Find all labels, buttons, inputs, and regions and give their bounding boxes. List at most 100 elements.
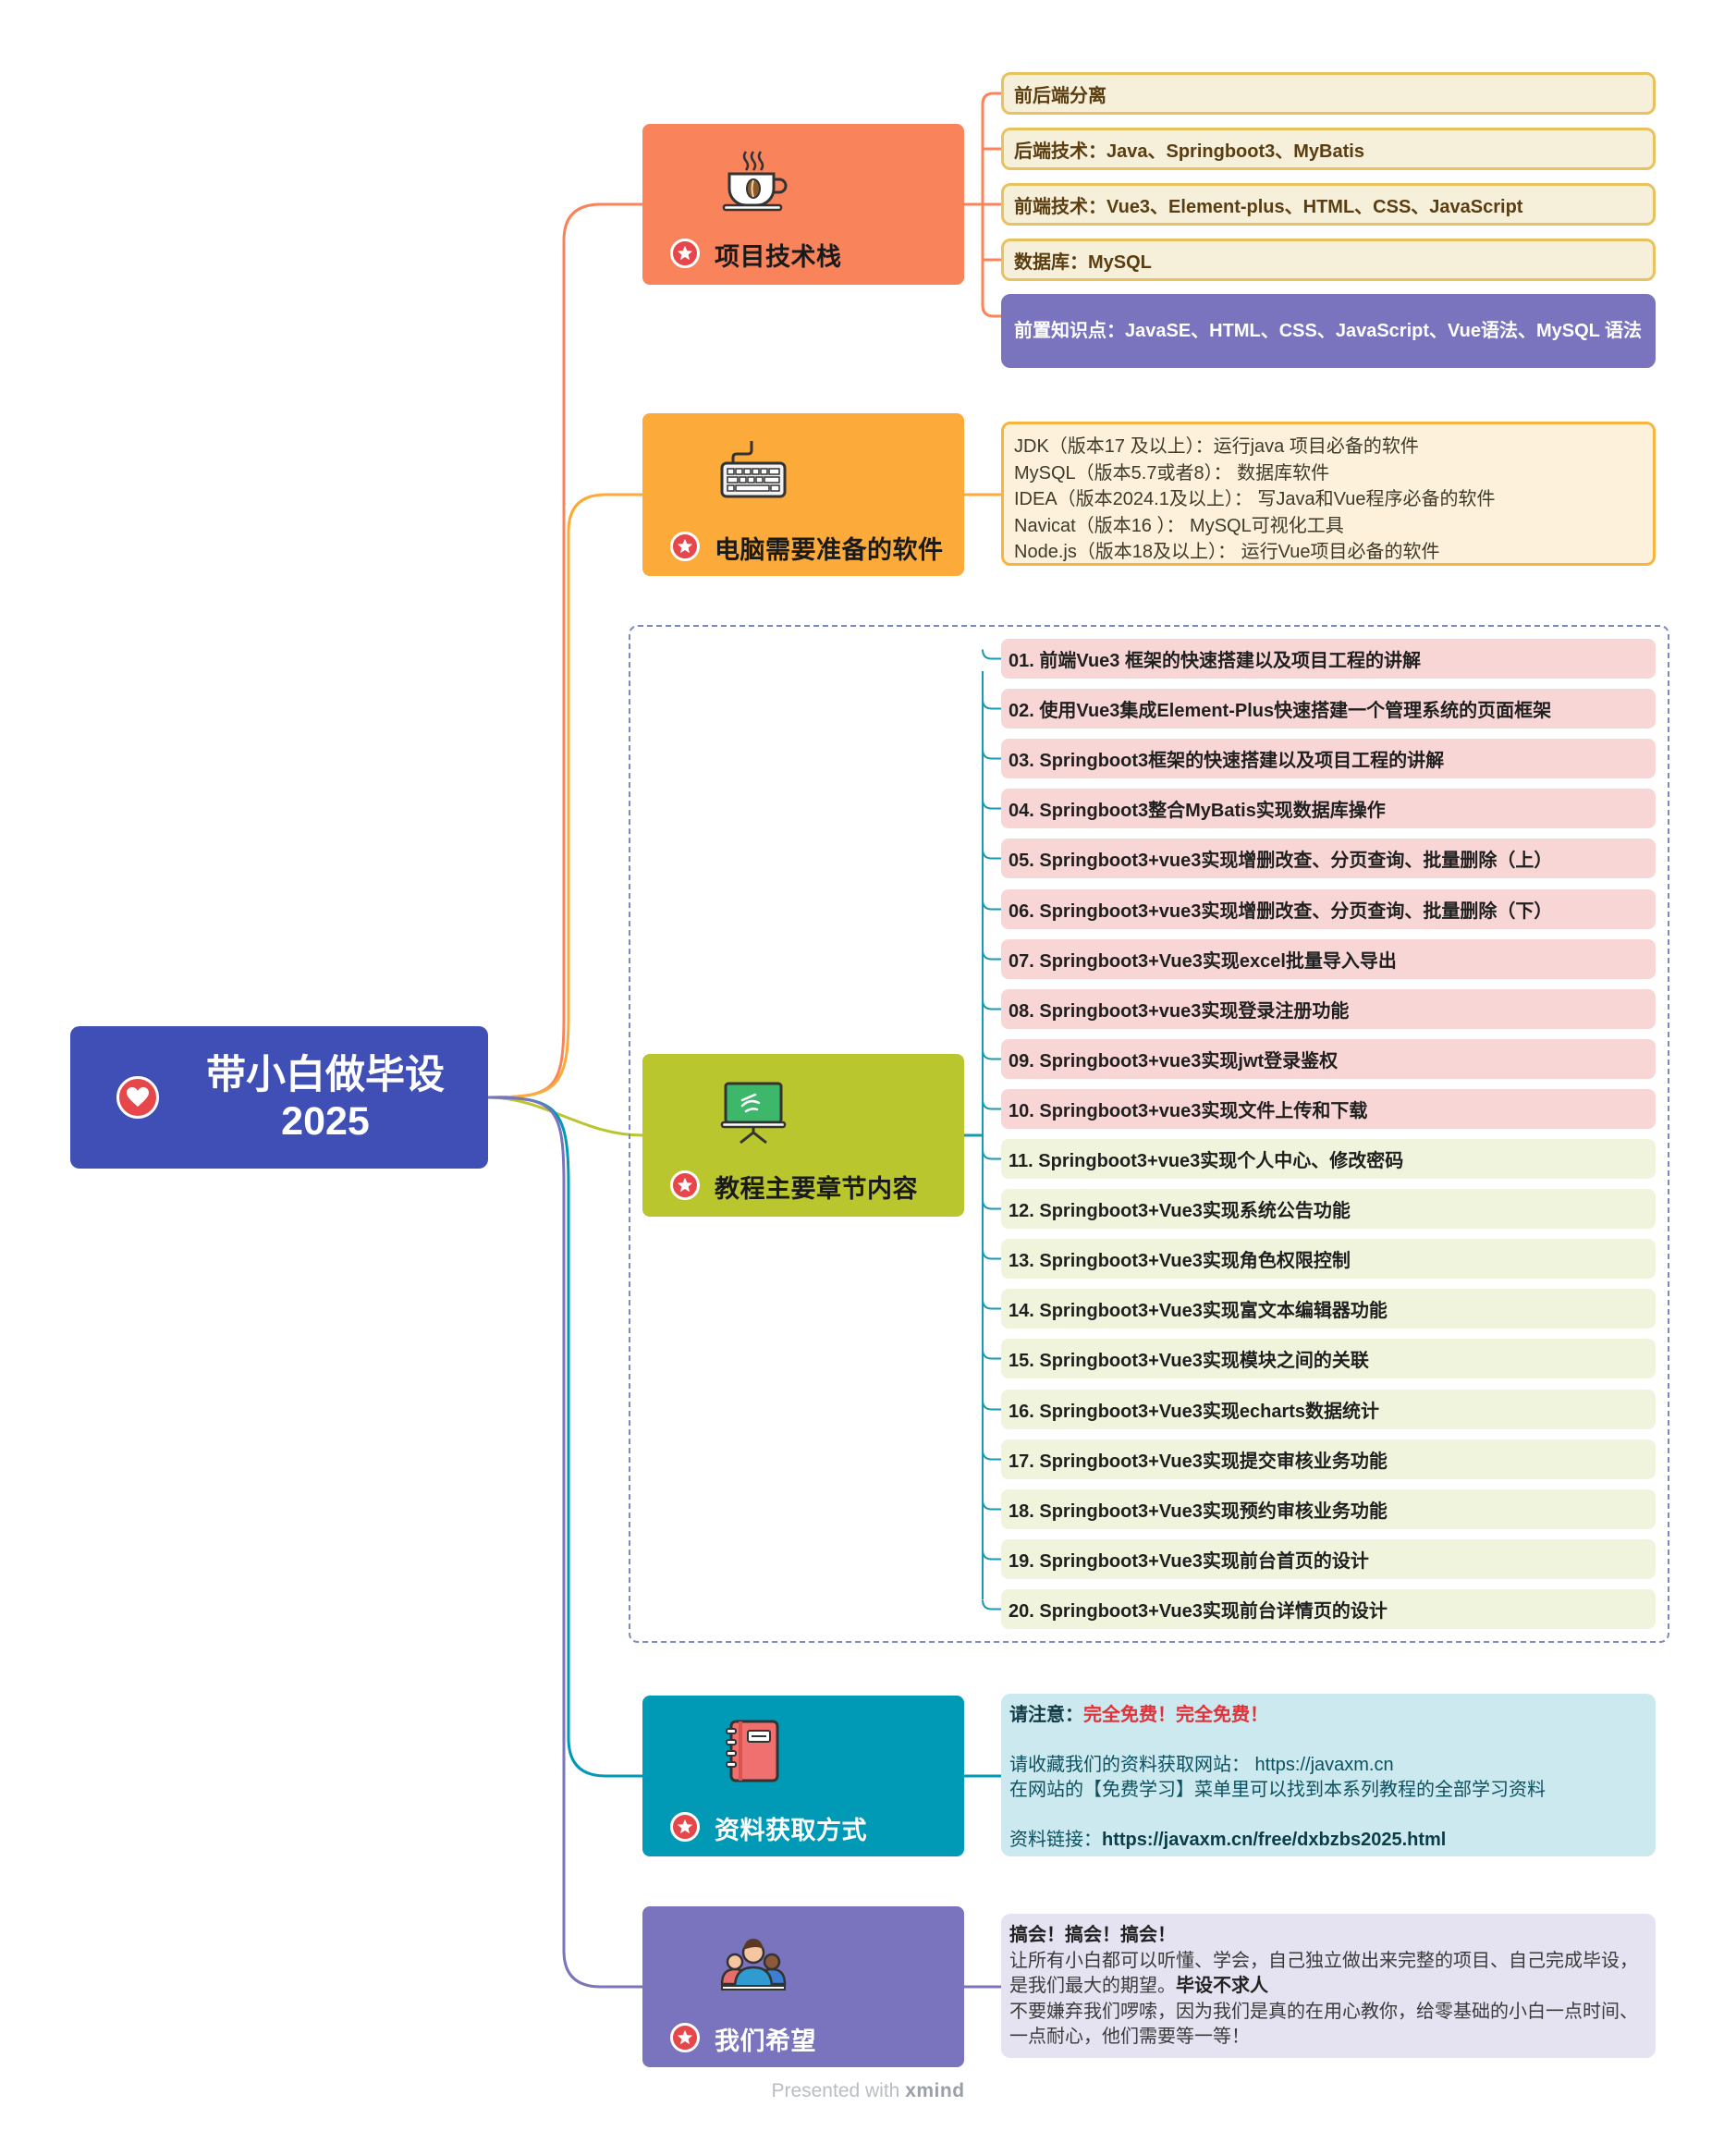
chapter-item[interactable]: 11. Springboot3+vue3实现个人中心、修改密码	[1001, 1139, 1656, 1179]
coffee-cup-icon	[722, 151, 788, 212]
software-item: Node.js（版本18及以上）： 运行Vue项目必备的软件	[1014, 542, 1440, 563]
connector-root-hope	[487, 1096, 642, 1989]
connector-root-tech	[487, 202, 642, 1099]
footer-credit: Presented with xmind	[0, 2080, 1736, 2102]
presentation-board-icon	[720, 1082, 787, 1145]
software-item: JDK（版本17 及以上）：运行java 项目必备的软件	[1014, 436, 1419, 457]
software-item: IDEA（版本2024.1及以上）： 写Java和Vue程序必备的软件	[1014, 489, 1496, 510]
chapter-connector	[982, 699, 1001, 710]
chapter-item[interactable]: 19. Springboot3+Vue3实现前台首页的设计	[1001, 1539, 1656, 1579]
branch-hope[interactable]: 我们希望	[642, 1906, 964, 2067]
chapter-item[interactable]: 06. Springboot3+vue3实现增删改查、分页查询、批量删除（下）	[1001, 889, 1656, 929]
footer-prefix: Presented with	[771, 2080, 906, 2101]
resources-link[interactable]: https://javaxm.cn/free/dxbzbs2025.html	[1102, 1830, 1447, 1850]
branch-label: 我们希望	[715, 2027, 816, 2055]
branch-label: 教程主要章节内容	[715, 1175, 918, 1203]
chapter-connector	[982, 1149, 1001, 1160]
hope-body1-emph: 毕设不求人	[1176, 1976, 1268, 1996]
keyboard-icon	[720, 441, 787, 498]
chapter-item[interactable]: 09. Springboot3+vue3实现jwt登录鉴权	[1001, 1039, 1656, 1079]
resources-notice: 请注意：完全免费！完全免费！	[1009, 1703, 1647, 1728]
branch-software[interactable]: 电脑需要准备的软件	[642, 413, 964, 576]
chapter-item[interactable]: 03. Springboot3框架的快速搭建以及项目工程的讲解	[1001, 739, 1656, 778]
chapter-item[interactable]: 14. Springboot3+Vue3实现富文本编辑器功能	[1001, 1289, 1656, 1329]
chapter-item[interactable]: 01. 前端Vue3 框架的快速搭建以及项目工程的讲解	[1001, 639, 1656, 679]
tech-item[interactable]: 后端技术：Java、Springboot3、MyBatis	[1001, 128, 1656, 170]
connector-root-chapters	[487, 1096, 643, 1137]
chapter-connector	[982, 1349, 1001, 1360]
chapter-item[interactable]: 10. Springboot3+vue3实现文件上传和下载	[1001, 1089, 1656, 1129]
chapter-connector	[982, 849, 1001, 860]
resources-note[interactable]: 请注意：完全免费！完全免费！ 请收藏我们的资料获取网站： https://jav…	[1001, 1694, 1656, 1856]
chapter-connector	[982, 1500, 1001, 1511]
star-icon	[670, 1170, 700, 1200]
chapter-item[interactable]: 13. Springboot3+Vue3实现角色权限控制	[1001, 1239, 1656, 1279]
star-icon	[670, 532, 700, 561]
tech-item-prerequisites[interactable]: 前置知识点：JavaSE、HTML、CSS、JavaScript、Vue语法、M…	[1001, 294, 1656, 368]
software-item: Navicat（版本16 ）： MySQL可视化工具	[1014, 515, 1344, 536]
chapter-item[interactable]: 07. Springboot3+Vue3实现excel批量导入导出	[1001, 939, 1656, 979]
chapter-connector	[982, 1299, 1001, 1310]
xmind-logo: xmind	[905, 2080, 965, 2101]
software-list[interactable]: JDK（版本17 及以上）：运行java 项目必备的软件 MySQL（版本5.7…	[1001, 422, 1656, 566]
chapter-item[interactable]: 05. Springboot3+vue3实现增删改查、分页查询、批量删除（上）	[1001, 839, 1656, 878]
branch-chapters[interactable]: 教程主要章节内容	[642, 1054, 964, 1217]
chapter-item[interactable]: 15. Springboot3+Vue3实现模块之间的关联	[1001, 1339, 1656, 1378]
branch-label: 资料获取方式	[715, 1817, 867, 1844]
hope-body1-text: 让所有小白都可以听懂、学会，自己独立做出来完整的项目、自己完成毕设，是我们最大的…	[1009, 1950, 1638, 1997]
chapter-connector	[982, 1400, 1001, 1411]
branch-tech-stack[interactable]: 项目技术栈	[642, 124, 964, 285]
chapter-connector	[982, 1549, 1001, 1561]
resources-line2: 在网站的【免费学习】菜单里可以找到本系列教程的全部学习资料	[1009, 1780, 1546, 1800]
software-item: MySQL（版本5.7或者8）： 数据库软件	[1014, 462, 1330, 484]
chapter-connector	[982, 949, 1001, 961]
tech-item[interactable]: 前后端分离	[1001, 72, 1656, 115]
branch-resources[interactable]: 资料获取方式	[642, 1696, 964, 1856]
chapters-boundary	[629, 625, 1669, 1643]
connector-root-software	[487, 493, 642, 1099]
chapter-item[interactable]: 02. 使用Vue3集成Element-Plus快速搭建一个管理系统的页面框架	[1001, 689, 1656, 729]
star-icon	[670, 239, 700, 268]
chapter-connector	[982, 900, 1001, 911]
chapter-item[interactable]: 20. Springboot3+Vue3实现前台详情页的设计	[1001, 1589, 1656, 1629]
tech-item[interactable]: 前端技术：Vue3、Element-plus、HTML、CSS、JavaScri…	[1001, 183, 1656, 226]
chapter-ticks	[982, 649, 1001, 1610]
tech-item[interactable]: 数据库：MySQL	[1001, 239, 1656, 281]
notice-label: 请注意：	[1009, 1705, 1083, 1725]
connector-tech-vertical	[981, 92, 1001, 318]
chapter-connector	[982, 1450, 1001, 1461]
chapter-connector	[982, 1199, 1001, 1210]
chapter-connector	[982, 1099, 1001, 1110]
chapter-connector	[982, 799, 1001, 810]
chapter-connector	[982, 1599, 1001, 1610]
chapter-connector	[982, 749, 1001, 760]
star-icon	[670, 2023, 700, 2052]
branch-label: 项目技术栈	[715, 243, 842, 271]
people-group-icon	[720, 1939, 787, 1990]
chapter-connector	[982, 999, 1001, 1010]
chapter-item[interactable]: 12. Springboot3+Vue3实现系统公告功能	[1001, 1189, 1656, 1229]
chapter-item[interactable]: 08. Springboot3+vue3实现登录注册功能	[1001, 989, 1656, 1029]
hope-heading: 搞会！搞会！搞会！	[1009, 1925, 1176, 1945]
resources-line1: 请收藏我们的资料获取网站： https://javaxm.cn	[1009, 1755, 1394, 1775]
link-label: 资料链接：	[1009, 1830, 1102, 1850]
chapter-item[interactable]: 16. Springboot3+Vue3实现echarts数据统计	[1001, 1390, 1656, 1429]
notebook-icon	[726, 1720, 779, 1782]
chapter-item[interactable]: 04. Springboot3整合MyBatis实现数据库操作	[1001, 789, 1656, 828]
chapter-connector	[982, 1049, 1001, 1060]
heart-icon	[116, 1076, 159, 1119]
branch-label: 电脑需要准备的软件	[715, 536, 944, 564]
resources-link-row: 资料链接：https://javaxm.cn/free/dxbzbs2025.h…	[1009, 1828, 1647, 1853]
root-node[interactable]: 带小白做毕设 2025	[70, 1026, 488, 1169]
chapter-item[interactable]: 17. Springboot3+Vue3实现提交审核业务功能	[1001, 1439, 1656, 1479]
hope-body2: 不要嫌弃我们啰嗦，因为我们是真的在用心教你，给零基础的小白一点时间、一点耐心，他…	[1009, 2001, 1638, 2048]
chapter-connector	[982, 649, 1001, 660]
notice-value: 完全免费！完全免费！	[1083, 1705, 1268, 1725]
hope-note[interactable]: 搞会！搞会！搞会！ 让所有小白都可以听懂、学会，自己独立做出来完整的项目、自己完…	[1001, 1914, 1656, 2058]
star-icon	[670, 1812, 700, 1842]
hope-body1: 让所有小白都可以听懂、学会，自己独立做出来完整的项目、自己完成毕设，是我们最大的…	[1009, 1949, 1647, 2000]
chapter-item[interactable]: 18. Springboot3+Vue3实现预约审核业务功能	[1001, 1489, 1656, 1529]
root-title: 带小白做毕设 2025	[181, 1052, 470, 1145]
root-title-line2: 2025	[281, 1099, 370, 1144]
